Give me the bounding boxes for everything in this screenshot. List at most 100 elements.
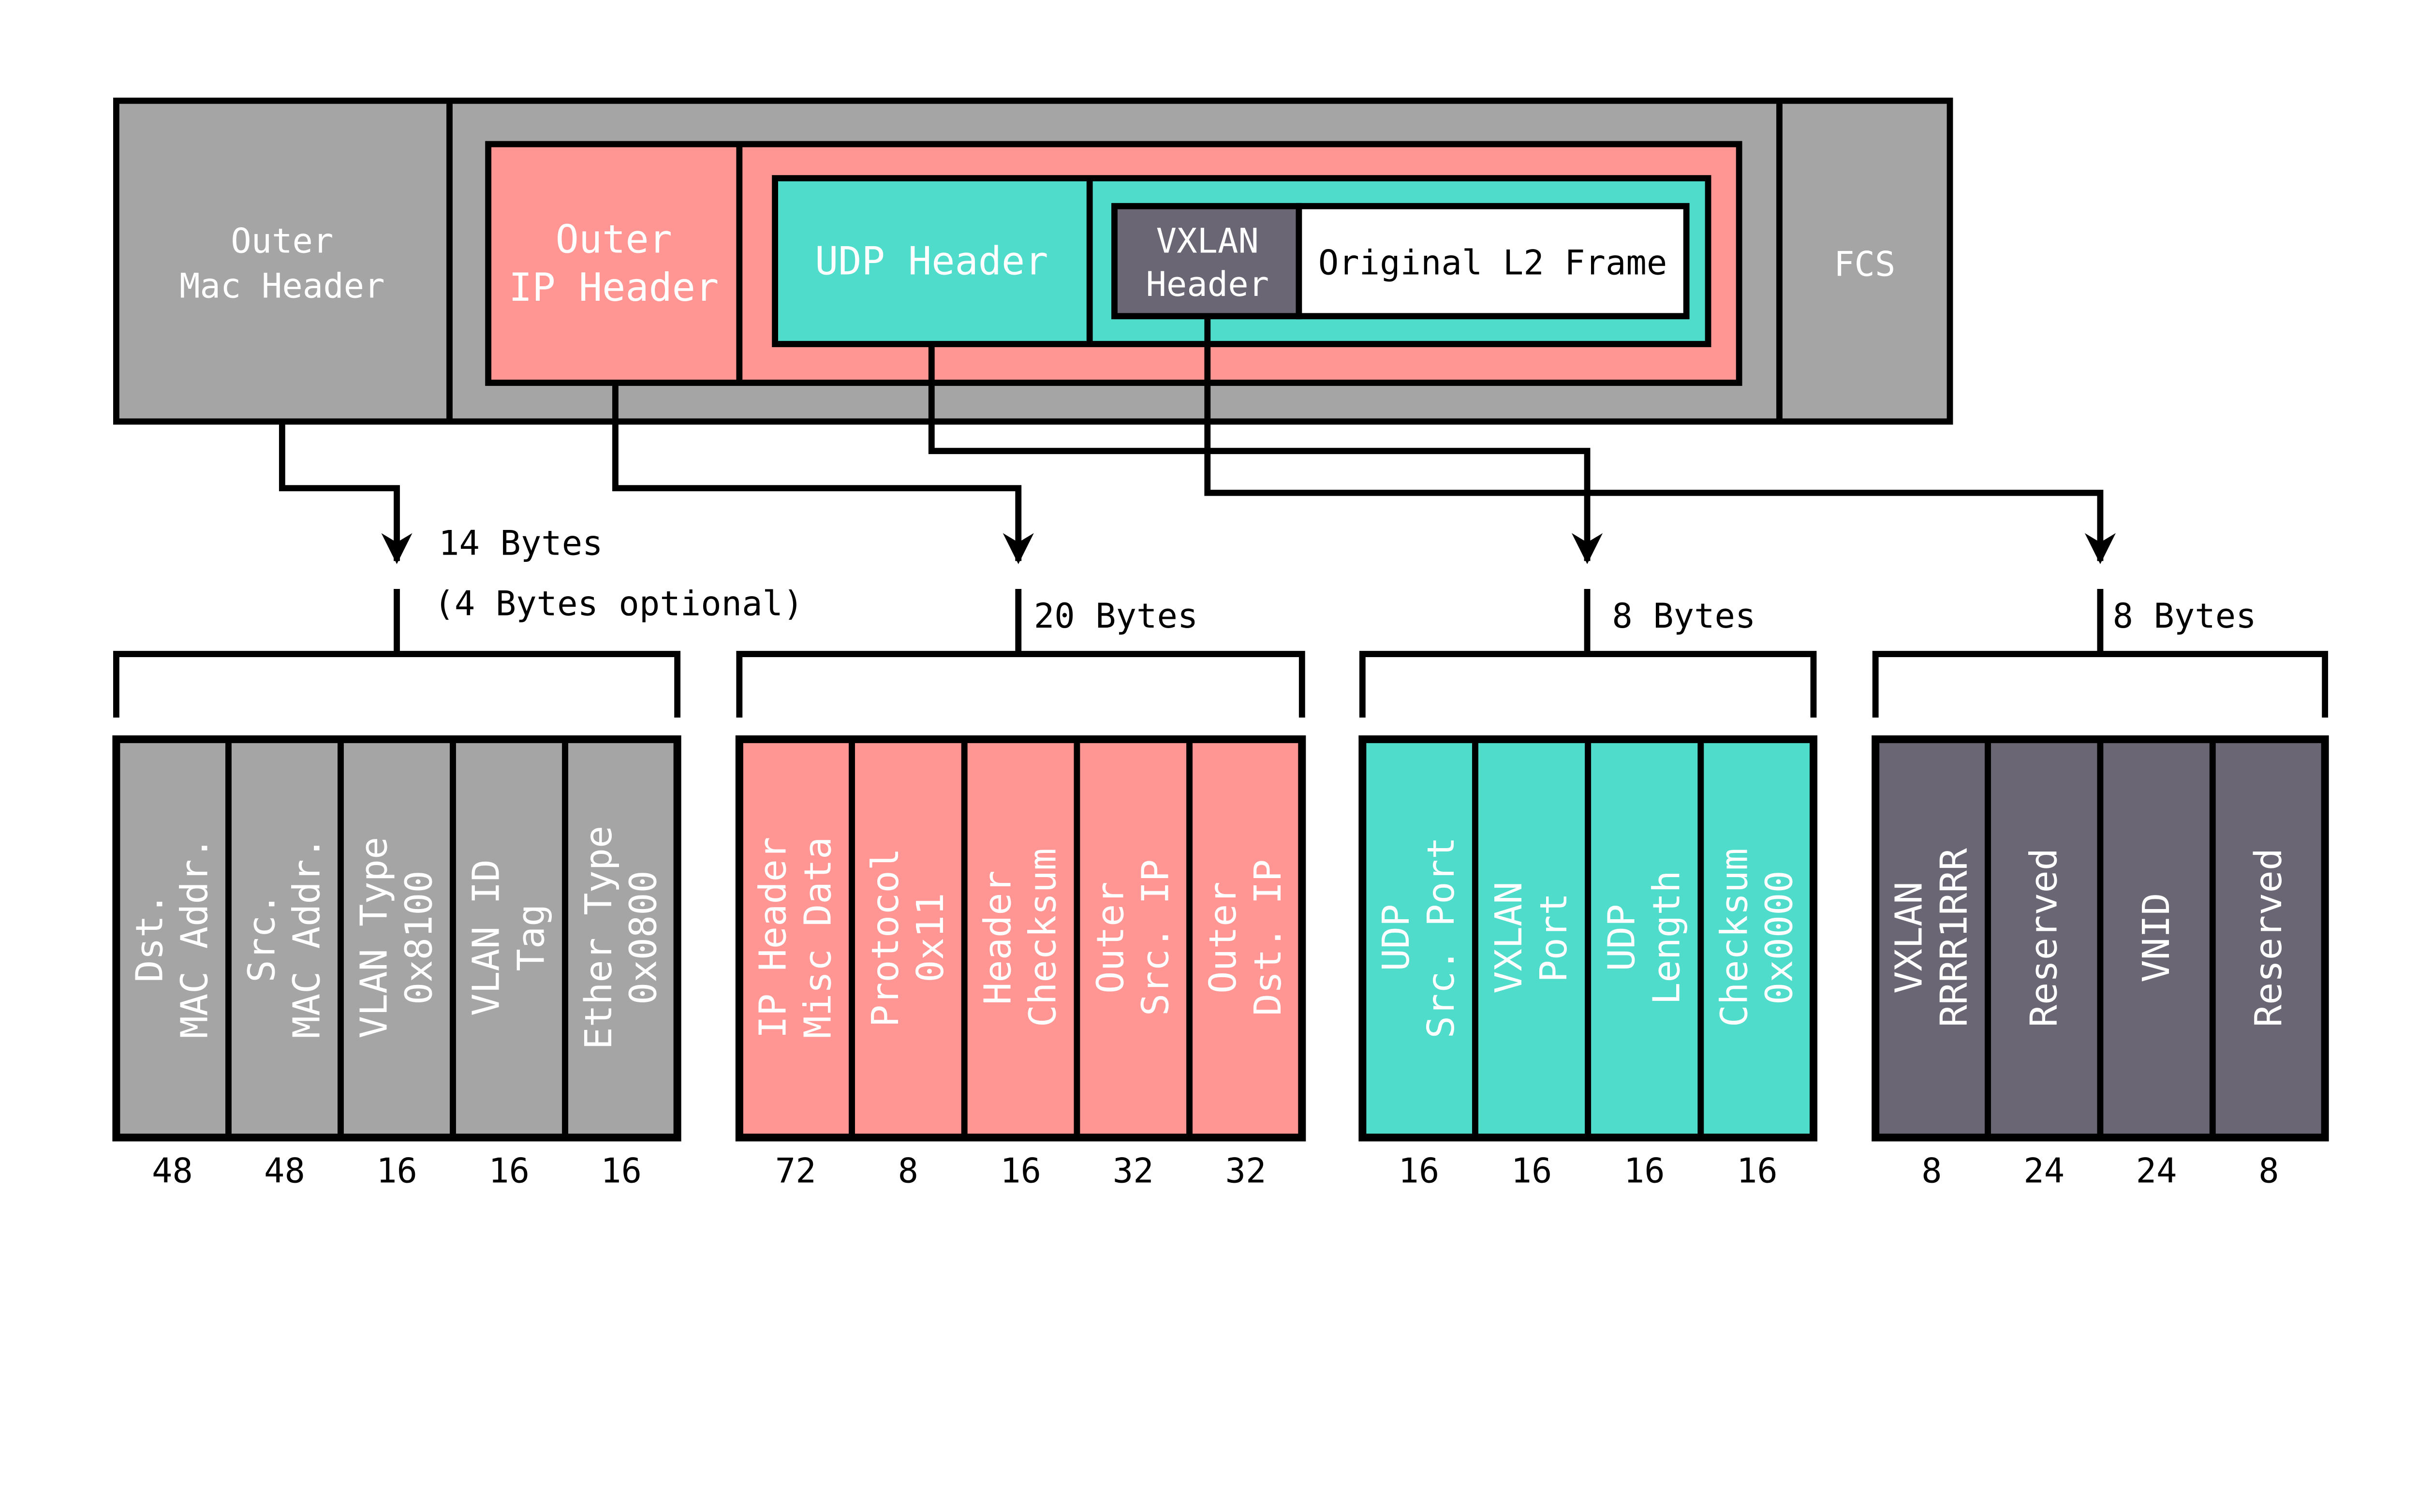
field-label: Outer [1202,881,1245,994]
bracket [736,588,1305,718]
field-label: Reserved [2022,848,2065,1027]
field-box [961,736,1080,1141]
fcs-label: FCS [1834,245,1895,284]
bit-width-label: 16 [1624,1151,1665,1190]
original-l2-frame-block [1296,203,1690,320]
bit-width-label: 16 [1398,1151,1439,1190]
field-label: VLAN Type [353,837,396,1039]
bit-width-label: 8 [898,1151,918,1190]
field-label: Outer [1089,881,1132,994]
field-box [562,736,681,1141]
bit-width-label: 32 [1225,1151,1267,1190]
field-box [225,736,344,1141]
bit-width-label: 16 [488,1151,530,1190]
outer-mac-label: Mac Header [179,266,384,306]
field-cell: Reserved 8 [2209,736,2329,1190]
connector-arrows [279,316,2116,564]
field-label: VLAN ID [465,859,508,1016]
field-label: Dst. IP [1247,859,1290,1016]
field-label: 0x8100 [398,870,441,1005]
arrow-ip [612,382,1034,564]
field-label: UDP [1375,904,1418,971]
field-label: IP Header [752,837,795,1039]
field-group: 14 Bytes (4 Bytes optional) Dst.MAC Addr. 4… [112,523,803,1190]
field-label: Tag [510,904,553,971]
field-label: Src. IP [1134,859,1177,1016]
arrow-udp [928,344,1603,564]
field-label: 0x11 [909,893,952,982]
vxlan-header-label: Header [1146,264,1269,304]
field-group-border [1358,735,1818,1142]
field-label: Checksum [1713,848,1756,1027]
bit-width-label: 48 [264,1151,305,1190]
field-label: Checksum [1022,848,1065,1027]
field-label: Reserved [2247,848,2290,1027]
bit-width-label: 16 [1511,1151,1552,1190]
bit-width-label: 16 [376,1151,417,1190]
field-label: Port [1533,893,1576,982]
vxlan-packet-diagram: Outer Mac Header Outer IP Header UDP Hea… [112,97,2329,1190]
field-box [2209,736,2329,1141]
byte-size-label: 20 Bytes [1034,596,1198,636]
outer-mac-label: Outer [231,221,333,261]
bit-width-label: 8 [1921,1151,1942,1190]
bit-width-label: 48 [152,1151,193,1190]
field-label: Dst. [129,893,172,982]
byte-size-label: 14 Bytes [439,523,603,563]
bit-width-label: 24 [2136,1151,2177,1190]
field-label: Src. Port [1420,837,1463,1039]
field-label: VXLAN [1488,881,1531,994]
bit-width-label: 16 [1000,1151,1041,1190]
outer-ip-label: Outer [556,217,672,262]
field-label: 0x0800 [622,870,665,1005]
field-group-border [1872,735,2329,1142]
bit-width-label: 8 [2258,1151,2279,1190]
field-cell: VNID 24 [2097,736,2216,1190]
field-box [450,736,569,1141]
field-label: RRRR1RRR [1932,848,1976,1027]
field-label: MAC Addr. [174,837,217,1039]
field-box [1186,736,1305,1141]
byte-size-label: (4 Bytes optional) [434,584,803,623]
byte-size-label: 8 Bytes [2113,596,2256,636]
original-frame-label: Original L2 Frame [1318,243,1667,282]
bracket [1872,588,2329,718]
outer-ip-label: IP Header [509,265,719,310]
field-label: Length [1645,870,1688,1005]
field-label: Header [977,870,1020,1005]
field-label: Protocol [864,848,907,1027]
byte-size-label: 8 Bytes [1612,596,1755,636]
field-cell: Dst.MAC Addr. 48 [113,736,232,1190]
bracket [1359,588,1817,718]
udp-header-label: UDP Header [815,238,1048,283]
bit-width-label: 72 [775,1151,816,1190]
bracket [113,588,681,718]
field-label: Src. [241,893,284,982]
field-cell: Src.MAC Addr.48 [225,736,344,1190]
vxlan-header-label: VXLAN [1156,221,1259,261]
field-label: VNID [2135,893,2178,982]
arrow-vxlan [1204,316,2116,564]
encapsulated-packet [113,97,1953,425]
bit-width-label: 16 [1737,1151,1778,1190]
field-group-border [112,735,681,1142]
field-groups: 14 Bytes (4 Bytes optional) Dst.MAC Addr. 4… [112,523,2329,1190]
field-label: Ether Type [577,826,620,1050]
